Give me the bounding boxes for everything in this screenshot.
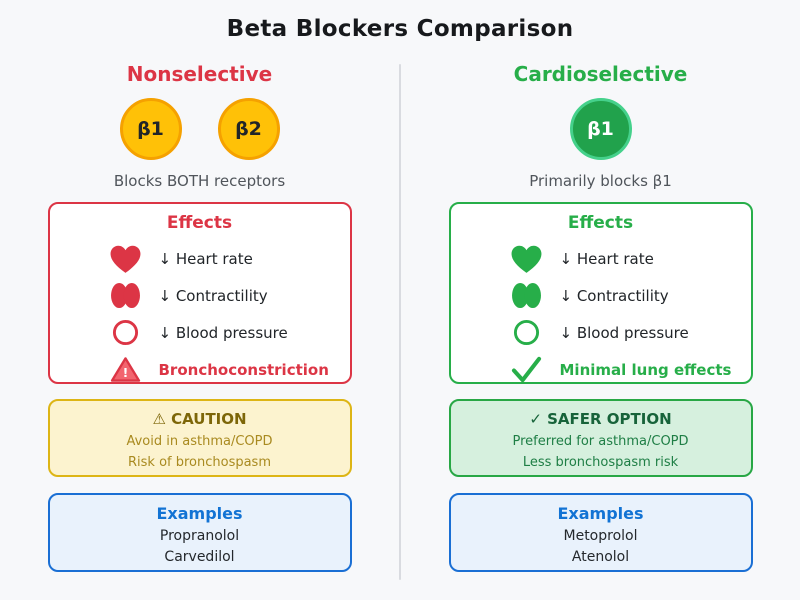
safer-option-card: ✓ SAFER OPTION Preferred for asthma/COPD… [448, 399, 753, 477]
effect-label: ↓ Heart rate [158, 249, 253, 268]
beta1-receptor-badge: β1 [119, 98, 182, 160]
check-icon [507, 356, 547, 383]
example-drug: Metoprolol [563, 528, 638, 544]
nonselective-heading: Nonselective [126, 62, 273, 86]
example-drug: Propranolol [159, 528, 240, 544]
effect-row-bronchoconstriction: ! Bronchoconstriction [50, 351, 350, 388]
page-title: Beta Blockers Comparison [226, 16, 574, 42]
examples-title: Examples [557, 504, 644, 523]
caution-card: ⚠ CAUTION Avoid in asthma/COPD Risk of b… [47, 399, 352, 477]
column-divider [399, 64, 401, 580]
caution-line: Risk of bronchospasm [127, 455, 271, 470]
effect-row-contractility: ↓ Contractility [50, 277, 350, 314]
column-cardioselective: Cardioselective β1 Primarily blocks β1 E… [401, 56, 800, 572]
cardioselective-effects-card: Effects ↓ Heart rate ↓ Contractility [448, 202, 753, 384]
nonselective-effects-card: Effects ↓ Heart rate ↓ Contractility [47, 202, 352, 384]
effect-row-blood-pressure: ↓ Blood pressure [50, 314, 350, 351]
effects-heading: Effects [166, 213, 233, 233]
beta2-receptor-label: β2 [235, 118, 262, 140]
safer-option-line: Preferred for asthma/COPD [512, 434, 689, 449]
beta1-receptor-label: β1 [587, 118, 614, 140]
warning-icon: ! [106, 356, 146, 383]
cardioselective-heading: Cardioselective [513, 62, 688, 86]
safer-option-line: Less bronchospasm risk [522, 455, 679, 470]
example-drug: Carvedilol [164, 549, 235, 565]
heart-icon [507, 243, 547, 274]
svg-text:!: ! [123, 365, 129, 380]
effect-label: ↓ Contractility [559, 286, 669, 305]
cardioselective-receptor-badges: β1 [569, 98, 632, 160]
ring-icon [106, 319, 146, 346]
safer-option-title: ✓ SAFER OPTION [529, 410, 672, 428]
effect-label: ↓ Contractility [158, 286, 268, 305]
cardioselective-examples-card: Examples Metoprolol Atenolol [448, 493, 753, 572]
effect-row-contractility: ↓ Contractility [451, 277, 751, 314]
column-nonselective: Nonselective β1 β2 Blocks BOTH receptors… [0, 56, 399, 572]
effect-row-blood-pressure: ↓ Blood pressure [451, 314, 751, 351]
effect-label: ↓ Blood pressure [158, 323, 288, 342]
caution-line: Avoid in asthma/COPD [126, 434, 273, 449]
nonselective-subtitle: Blocks BOTH receptors [113, 172, 286, 190]
example-drug: Atenolol [571, 549, 630, 565]
beta1-receptor-label: β1 [137, 118, 164, 140]
effect-row-minimal-lung-effects: Minimal lung effects [451, 351, 751, 388]
lungs-icon [507, 282, 547, 309]
examples-title: Examples [156, 504, 243, 523]
caution-title: ⚠ CAUTION [152, 410, 247, 428]
nonselective-receptor-badges: β1 β2 [119, 98, 280, 160]
effects-heading: Effects [567, 213, 634, 233]
heart-icon [106, 243, 146, 274]
lungs-icon [106, 282, 146, 309]
effect-label: ↓ Blood pressure [559, 323, 689, 342]
comparison-columns: Nonselective β1 β2 Blocks BOTH receptors… [0, 56, 800, 580]
effect-label: ↓ Heart rate [559, 249, 654, 268]
beta1-receptor-badge: β1 [569, 98, 632, 160]
beta2-receptor-badge: β2 [217, 98, 280, 160]
effect-row-heart-rate: ↓ Heart rate [50, 240, 350, 277]
effect-row-heart-rate: ↓ Heart rate [451, 240, 751, 277]
cardioselective-subtitle: Primarily blocks β1 [529, 172, 672, 190]
effect-label: Bronchoconstriction [158, 360, 329, 379]
ring-icon [507, 319, 547, 346]
effect-label: Minimal lung effects [559, 360, 732, 379]
nonselective-examples-card: Examples Propranolol Carvedilol [47, 493, 352, 572]
